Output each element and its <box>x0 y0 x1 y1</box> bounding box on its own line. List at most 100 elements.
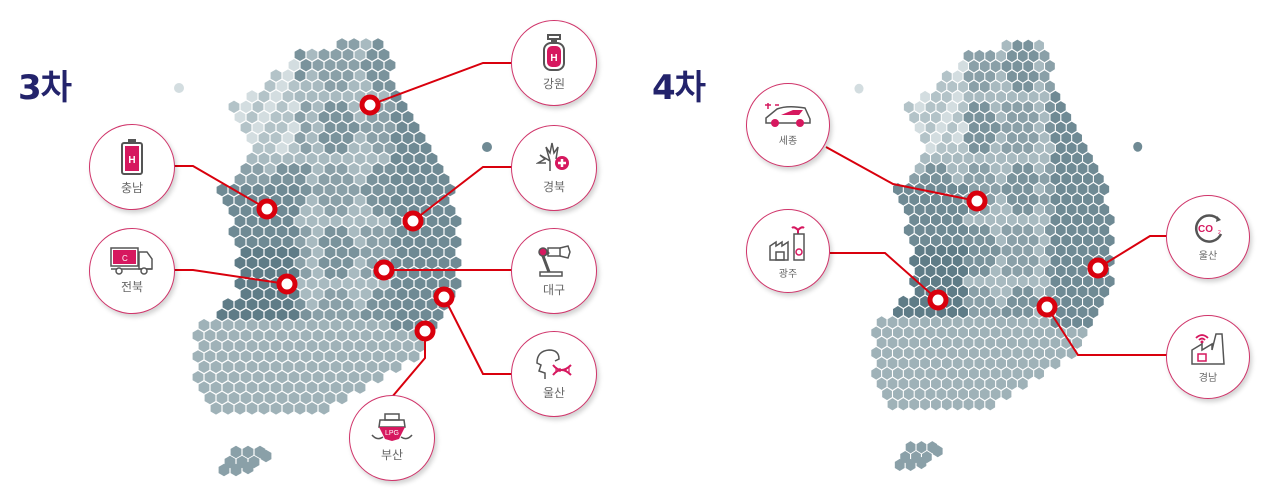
pin-chungnam[interactable] <box>256 198 278 220</box>
hex-cell <box>378 360 390 373</box>
hex-cell <box>996 336 1006 349</box>
hex-cell <box>1034 80 1044 93</box>
hex-cell <box>390 215 402 228</box>
hex-cell <box>210 339 222 353</box>
hex-cell <box>294 319 306 332</box>
callout-gyeongnam[interactable]: 경남 <box>1166 315 1250 399</box>
hex-cell <box>240 287 252 301</box>
hex-cell <box>300 246 312 259</box>
hex-cell <box>306 319 318 332</box>
callout-gyeongbuk[interactable]: 경북 <box>511 125 597 211</box>
hex-cell <box>909 275 920 288</box>
pin-jeonbuk[interactable] <box>276 273 298 295</box>
callout-chungnam[interactable]: H 충남 <box>89 124 175 210</box>
pin-gyeongbuk[interactable] <box>402 210 424 232</box>
hex-cell <box>903 346 914 360</box>
hex-cell <box>1093 295 1104 308</box>
hex-cell <box>318 235 330 249</box>
hex-cell <box>408 350 420 363</box>
hex-cell <box>342 339 354 353</box>
hex-cell <box>931 111 941 124</box>
pin-gwangju[interactable] <box>927 289 949 311</box>
hex-cell <box>1050 357 1061 370</box>
hex-cell <box>354 194 366 207</box>
pin-ulsan-4[interactable] <box>1087 257 1109 279</box>
hex-cell <box>348 183 360 197</box>
hex-cell <box>947 387 958 401</box>
callout-daegu[interactable]: 대구 <box>511 228 597 314</box>
hex-cell <box>936 183 947 196</box>
hex-cell <box>246 277 258 290</box>
hex-cell <box>898 357 909 370</box>
hex-cell <box>963 131 974 145</box>
hex-cell <box>312 59 324 72</box>
hex-cell <box>402 319 414 332</box>
hex-cell <box>1050 234 1061 247</box>
pin-ulsan[interactable] <box>433 286 455 308</box>
pin-sejong[interactable] <box>966 190 988 212</box>
hex-cell <box>276 142 288 155</box>
hex-cell <box>324 371 336 384</box>
hex-cell <box>270 152 282 165</box>
hex-cell <box>258 235 270 249</box>
callout-busan[interactable]: LPG 부산 <box>349 395 435 481</box>
hex-cell <box>931 275 941 288</box>
hex-cell <box>914 162 925 175</box>
hex-cell <box>300 100 312 113</box>
hex-cell <box>1066 224 1077 237</box>
hex-cell <box>1001 101 1012 114</box>
hex-cell <box>1050 152 1061 165</box>
callout-sejong[interactable]: 세종 <box>746 83 830 167</box>
hex-cell <box>996 90 1006 104</box>
hex-cell <box>414 256 426 269</box>
hex-cell <box>324 100 336 113</box>
hex-cell <box>990 387 1001 401</box>
hex-cell <box>450 256 462 269</box>
hex-cell <box>324 308 336 321</box>
hex-cell <box>348 142 360 155</box>
pin-daegu[interactable] <box>373 259 395 281</box>
hex-cell <box>931 234 941 247</box>
hex-cell <box>1012 224 1023 237</box>
hex-cell <box>264 79 276 93</box>
pin-busan[interactable] <box>414 320 436 342</box>
callout-jeonbuk[interactable]: C 전북 <box>89 228 175 314</box>
hex-cell <box>909 213 920 226</box>
hex-cell <box>360 183 372 197</box>
hex-cell <box>270 235 282 249</box>
hex-cell <box>974 111 985 124</box>
hex-cell-jeju <box>900 450 911 464</box>
hex-cell <box>234 235 246 249</box>
hex-cell <box>969 244 979 257</box>
hex-cell <box>1072 275 1082 288</box>
hex-cell <box>246 402 258 415</box>
callout-ulsan[interactable]: 울산 <box>511 331 597 417</box>
hex-cell <box>234 194 246 207</box>
hex-cell <box>294 402 306 415</box>
hex-cell <box>300 142 312 155</box>
pin-gyeongnam[interactable] <box>1036 296 1058 318</box>
hex-cell <box>1001 244 1012 257</box>
hex-cell <box>1012 326 1023 339</box>
hex-cell <box>420 246 432 259</box>
callout-ulsan-4[interactable]: CO 2 울산 <box>1166 195 1250 279</box>
hex-cell <box>234 381 246 394</box>
lpg-ship-icon: LPG <box>371 413 413 441</box>
callout-gangwon[interactable]: H 강원 <box>511 20 597 106</box>
hex-cell <box>1007 131 1017 145</box>
hex-cell <box>414 277 426 290</box>
hex-cell <box>1001 39 1012 52</box>
hex-cell <box>426 152 438 165</box>
hex-cell <box>1017 377 1028 390</box>
truck-icon: C <box>110 247 153 275</box>
hex-cell <box>941 336 952 349</box>
hex-cell <box>240 308 252 321</box>
hex-cell <box>985 377 996 390</box>
hex-cell <box>246 215 258 228</box>
callout-gwangju[interactable]: 광주 <box>746 209 830 293</box>
hex-cell <box>432 267 444 280</box>
hex-cell <box>390 152 402 165</box>
hex-cell <box>1093 234 1104 247</box>
hex-cell <box>1012 203 1023 216</box>
pin-gangwon[interactable] <box>359 94 381 116</box>
